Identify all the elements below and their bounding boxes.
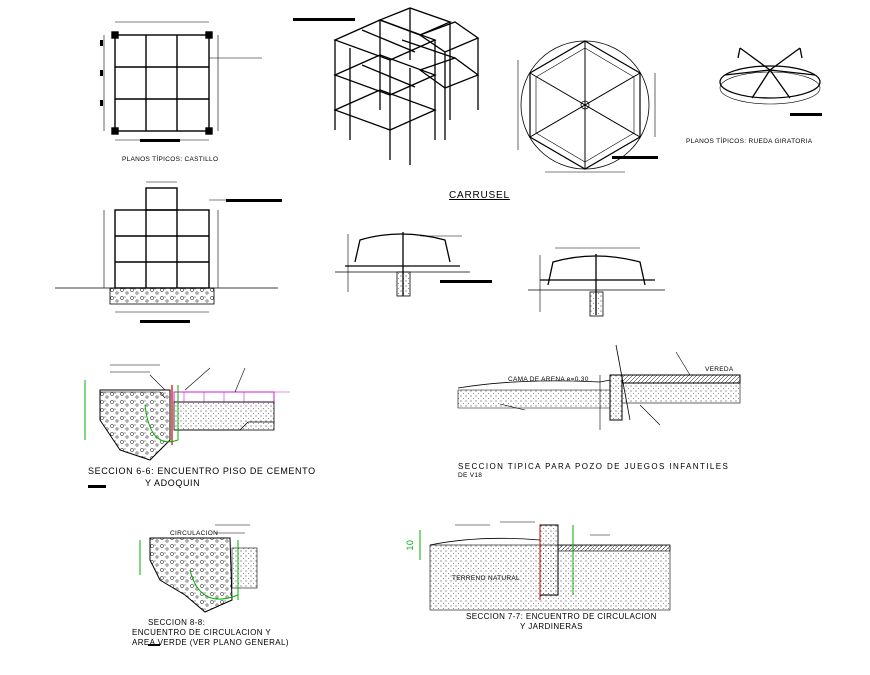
carrusel-sec1-bar [440,280,492,283]
sec88-caption-line3: AREA VERDE (VER PLANO GENERAL) [132,638,289,647]
sec77-caption-line2: Y JARDINERAS [520,622,583,631]
seccion-pozo [457,344,741,430]
sec66-caption-line1: SECCION 6-6: ENCUENTRO PISO DE CEMENTO [88,466,316,476]
castillo-plan [100,21,262,141]
sec88-caption-line2: ENCUENTRO DE CIRCULACION Y [132,628,272,637]
rueda-iso-title-bar [790,113,822,116]
sec88-bar [148,644,160,646]
castillo-elev-title-bar [140,320,190,323]
seccion-7-7 [419,521,671,611]
sec66-caption-line2: Y ADOQUIN [145,478,201,488]
rueda-plan-title-bar [612,156,658,159]
seccion-6-6 [84,364,290,461]
circulacion-label: CIRCULACION [170,530,219,537]
castillo-plan-caption: PLANOS TÍPICOS: CASTILLO [122,156,219,163]
cama-arena-label: CAMA DE ARENA e=0.30 [508,376,589,383]
sec88-caption-line1: SECCION 8-8: [148,618,206,627]
rueda-isometric [719,47,821,105]
carrusel-section-2 [528,247,665,317]
rueda-caption: PLANOS TÍPICOS: RUEDA GIRATORIA [686,138,813,145]
pozo-caption-line1: SECCION TIPICA PARA POZO DE JUEGOS INFAN… [458,462,730,471]
castillo-plan-title-bar [140,139,180,142]
castillo-iso-title-bar [293,18,355,21]
rueda-plan [517,40,656,173]
pozo-caption-line2: DE V18 [458,472,483,479]
carrusel-section-1 [335,232,470,297]
sec66-bar [88,485,106,488]
sec77-caption-line1: SECCION 7-7: ENCUENTRO DE CIRCULACION [466,612,657,621]
vereda-label: VEREDA [705,366,734,373]
carrusel-title: CARRUSEL [449,190,510,201]
castillo-elevation [55,181,282,313]
terreno-natural-label: TERRENO NATURAL [452,575,520,582]
dim-10-label: 10 [405,539,416,551]
seccion-8-8 [139,524,258,613]
castillo-isometric [333,7,480,165]
